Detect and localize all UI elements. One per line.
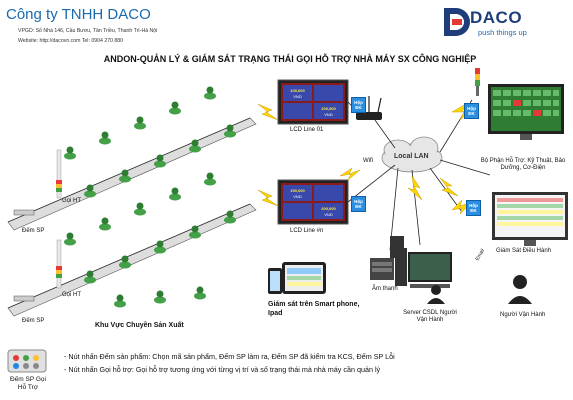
company-address: VPGD: Số Nhà 146, Cầu Bươu, Tân Triều, T… [18, 28, 158, 34]
lcd-screen-line-n [277, 179, 349, 225]
lcd-unit: VND [324, 212, 333, 217]
worker-icon [134, 202, 146, 216]
worker-icon [84, 184, 96, 198]
control-box: Hộp ĐK [464, 103, 479, 119]
lcd-unit: VND [324, 112, 333, 117]
local-lan-label: Local LAN [394, 153, 429, 160]
sound-label: Âm thanh [372, 286, 398, 292]
lcd-screen-line-01 [277, 79, 349, 125]
lcd-value: 200,000 [321, 206, 336, 211]
daco-logo-icon [444, 8, 470, 36]
worker-icon [99, 217, 111, 231]
worker-icon [169, 101, 181, 115]
company-contact: Website: http://dacovn.com Tel: 0904 270… [18, 38, 124, 44]
worker-icon [99, 131, 111, 145]
call-support-label: Gọi HT [62, 292, 82, 298]
lcd-line-n-label: LCD Line #n [290, 228, 324, 234]
worker-icon [204, 86, 216, 100]
control-box: Hộp ĐK [351, 97, 366, 113]
worker-icon [154, 240, 166, 254]
worker-icon [154, 290, 166, 304]
call-support-label: Gọi HT [62, 198, 82, 204]
server-label: Server CSDL Người Vận Hành [403, 310, 457, 323]
local-lan-cloud-icon [381, 136, 443, 173]
supervision-label: Giám Sát Điều Hành [496, 248, 552, 254]
worker-icon [189, 225, 201, 239]
lcd-unit: VND [293, 94, 302, 99]
operator-label: Người Vận Hành [500, 312, 546, 318]
production-area-label: Khu Vực Chuyền Sản Xuất [95, 322, 184, 329]
andon-light-1 [56, 149, 62, 199]
worker-icon [194, 286, 206, 300]
support-dept-label: Bộ Phận Hỗ Trợ: Kỹ Thuật, Bảo Dưỡng, Cơ-… [480, 158, 566, 171]
company-name: Công ty TNHH DACO [6, 6, 151, 23]
support-tower-light [475, 68, 480, 96]
count-product-label: Đếm SP [22, 228, 45, 234]
worker-icon [204, 172, 216, 186]
worker-icon [189, 139, 201, 153]
logo-text: DACO [470, 8, 523, 27]
andon-light-2 [56, 239, 62, 289]
server-operator-person [427, 285, 445, 304]
note-call-button: - Nút nhấn Gọi hỗ trợ: Gọi hỗ trợ tương … [64, 365, 381, 374]
worker-icon [114, 294, 126, 308]
sound-amplifier [370, 236, 404, 280]
note-count-button: - Nút nhấn Đếm sản phẩm: Chọn mã sản phẩ… [64, 352, 395, 361]
diagram-title: ANDON-QUẢN LÝ & GIÁM SÁT TRẠNG THÁI GỌI … [103, 54, 477, 64]
worker-icon [119, 255, 131, 269]
supervision-monitor [492, 192, 568, 246]
worker-icon [64, 232, 76, 246]
logo-slogan: push things up [478, 28, 527, 37]
worker-icon [224, 210, 236, 224]
worker-icon [224, 124, 236, 138]
worker-icon [119, 169, 131, 183]
server-computer [395, 248, 452, 288]
lcd-value: 100,000 [290, 88, 305, 93]
control-box: Hộp ĐK [351, 196, 366, 212]
support-dept-monitor [488, 84, 564, 140]
worker-icon [154, 154, 166, 168]
wifi-label: Wifi [363, 158, 373, 164]
operator-person [508, 275, 532, 304]
lcd-unit: VND [293, 194, 302, 199]
worker-icon [84, 270, 96, 284]
smartphone-label: Giám sát trên Smart phone, Ipad [268, 301, 360, 317]
lcd-value: 200,000 [321, 106, 336, 111]
button-box-label: Đếm SP Gọi Hỗ Trợ [9, 376, 46, 391]
lcd-line-01-label: LCD Line 01 [290, 127, 324, 133]
control-box: Hộp ĐK [466, 200, 481, 216]
button-box [7, 349, 47, 373]
worker-icon [134, 116, 146, 130]
worker-icon [64, 146, 76, 160]
lcd-value: 150,000 [290, 188, 305, 193]
worker-icon [169, 187, 181, 201]
count-product-label: Đếm SP [22, 318, 45, 324]
smartphone-ipad [268, 262, 326, 294]
